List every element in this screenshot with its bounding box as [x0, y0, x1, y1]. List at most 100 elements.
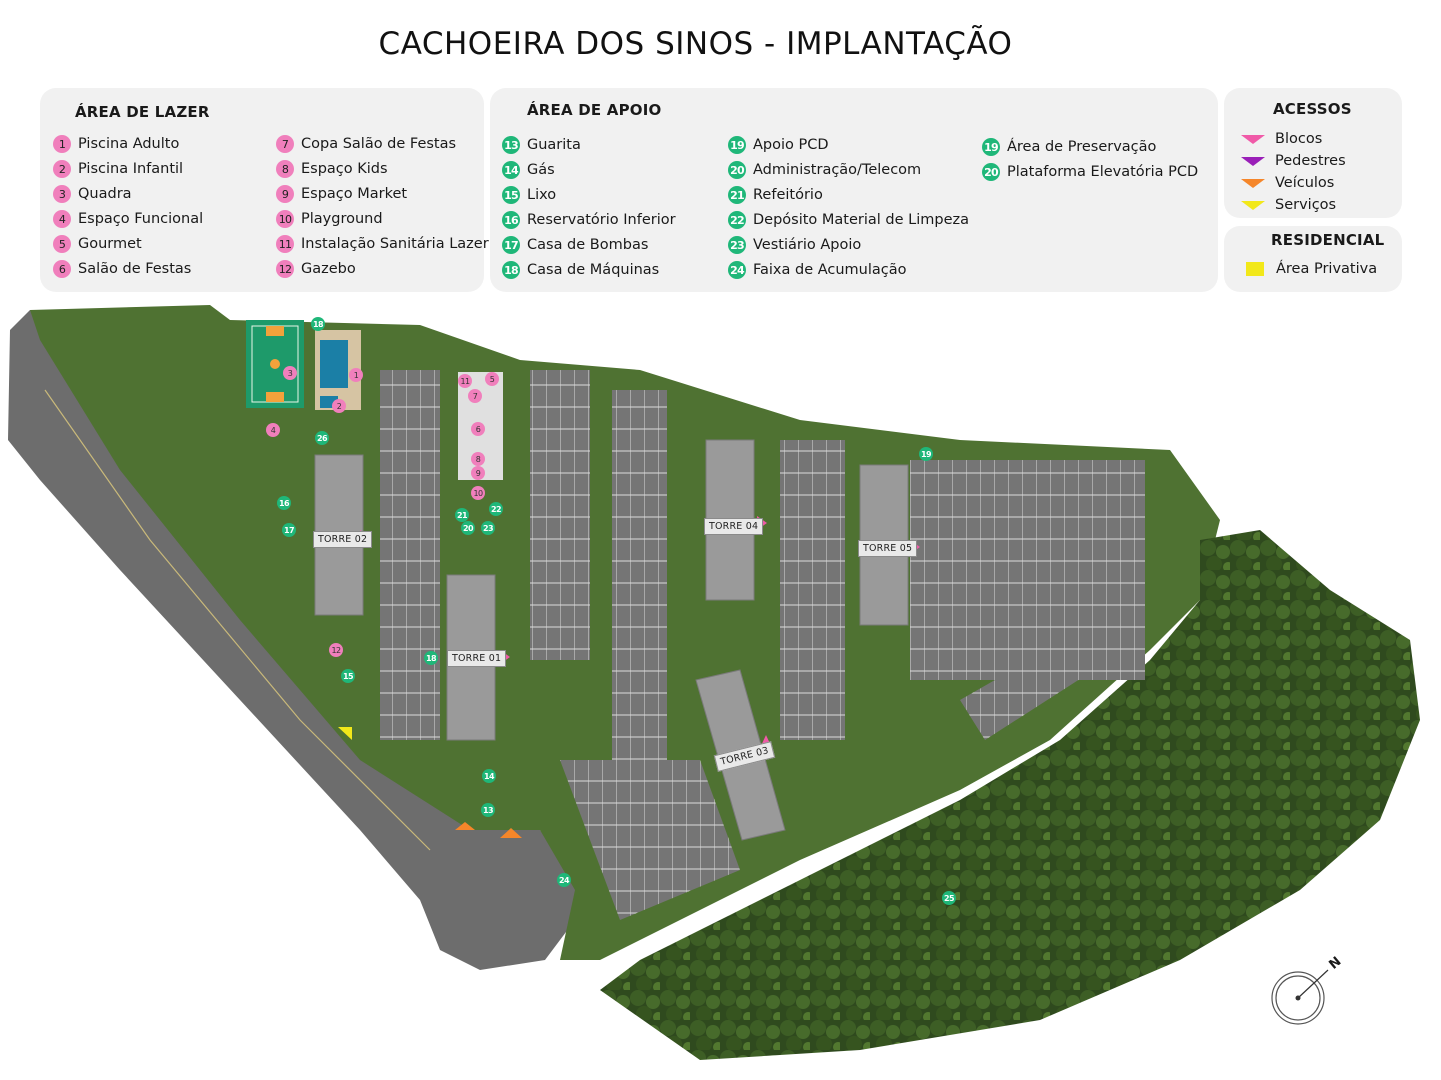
number-badge: 18 — [502, 261, 520, 279]
number-badge: 2 — [53, 160, 71, 178]
square-icon — [1246, 262, 1264, 276]
legend-acessos-heading: ACESSOS — [1273, 100, 1352, 118]
legend-apoio-heading: ÁREA DE APOIO — [527, 101, 662, 119]
legend-item: Veículos — [1241, 175, 1334, 191]
legend-item: Área Privativa — [1246, 261, 1377, 277]
page-title: CACHOEIRA DOS SINOS - IMPLANTAÇÃO — [378, 26, 1013, 62]
number-badge: 5 — [53, 235, 71, 253]
legend-lazer-heading: ÁREA DE LAZER — [75, 103, 210, 121]
number-badge: 16 — [502, 211, 520, 229]
legend-item: Blocos — [1241, 131, 1322, 147]
legend-acessos-panel: ACESSOS Blocos Pedestres Veículos Serviç… — [1224, 88, 1402, 218]
number-badge: 21 — [728, 186, 746, 204]
map-marker[interactable]: 5 — [485, 372, 499, 386]
number-badge: 22 — [728, 211, 746, 229]
map-marker[interactable]: 26 — [315, 431, 329, 445]
map-marker[interactable]: 3 — [283, 366, 297, 380]
map-marker[interactable]: 4 — [266, 423, 280, 437]
map-marker[interactable]: 22 — [489, 502, 503, 516]
number-badge: 9 — [276, 185, 294, 203]
site-plan-map[interactable]: TORRE 01 TORRE 02 TORRE 03 TORRE 04 TORR… — [0, 296, 1441, 1080]
map-marker[interactable]: 13 — [481, 803, 495, 817]
map-marker[interactable]: 1 — [349, 368, 363, 382]
map-marker[interactable]: 16 — [277, 496, 291, 510]
number-badge: 7 — [276, 135, 294, 153]
legend-item: Pedestres — [1241, 153, 1346, 169]
number-badge: 14 — [502, 161, 520, 179]
number-badge: 11 — [276, 235, 294, 253]
legend-residencial-panel: RESIDENCIAL Área Privativa — [1224, 226, 1402, 292]
tower-label[interactable]: TORRE 01 — [447, 650, 507, 667]
map-marker[interactable]: 20 — [461, 521, 475, 535]
tower-label[interactable]: TORRE 04 — [704, 518, 764, 535]
tower-label[interactable]: TORRE 05 — [858, 540, 918, 557]
map-marker[interactable]: 11 — [458, 374, 472, 388]
number-badge: 15 — [502, 186, 520, 204]
legend-item: Serviços — [1241, 197, 1336, 213]
map-marker[interactable]: 21 — [455, 508, 469, 522]
number-badge: 19 — [728, 136, 746, 154]
map-marker[interactable]: 12 — [329, 643, 343, 657]
map-marker[interactable]: 2 — [332, 399, 346, 413]
number-badge: 20 — [982, 163, 1000, 181]
map-marker[interactable]: 18 — [424, 651, 438, 665]
map-marker[interactable]: 23 — [481, 521, 495, 535]
number-badge: 1 — [53, 135, 71, 153]
map-marker[interactable]: 15 — [341, 669, 355, 683]
map-marker[interactable]: 8 — [471, 452, 485, 466]
triangle-icon — [1241, 134, 1265, 144]
map-marker[interactable]: 10 — [471, 486, 485, 500]
map-marker[interactable]: 25 — [942, 891, 956, 905]
number-badge: 3 — [53, 185, 71, 203]
map-marker[interactable]: 9 — [471, 466, 485, 480]
map-marker[interactable]: 24 — [557, 873, 571, 887]
tower-label[interactable]: TORRE 02 — [313, 531, 373, 548]
site-plan-graphic — [8, 305, 1420, 1060]
number-badge: 17 — [502, 236, 520, 254]
number-badge: 20 — [728, 161, 746, 179]
number-badge: 10 — [276, 210, 294, 228]
map-marker[interactable]: 19 — [919, 447, 933, 461]
triangle-icon — [1241, 156, 1265, 166]
map-marker[interactable]: 14 — [482, 769, 496, 783]
number-badge: 23 — [728, 236, 746, 254]
map-marker[interactable]: 17 — [282, 523, 296, 537]
legend-residencial-heading: RESIDENCIAL — [1271, 231, 1385, 249]
number-badge: 12 — [276, 260, 294, 278]
number-badge: 13 — [502, 136, 520, 154]
triangle-icon — [1241, 178, 1265, 188]
compass-icon: N — [1270, 954, 1344, 1025]
number-badge: 8 — [276, 160, 294, 178]
map-marker[interactable]: 18 — [311, 317, 325, 331]
map-marker[interactable]: 7 — [468, 389, 482, 403]
number-badge: 24 — [728, 261, 746, 279]
number-badge: 19 — [982, 138, 1000, 156]
number-badge: 6 — [53, 260, 71, 278]
map-marker[interactable]: 6 — [471, 422, 485, 436]
